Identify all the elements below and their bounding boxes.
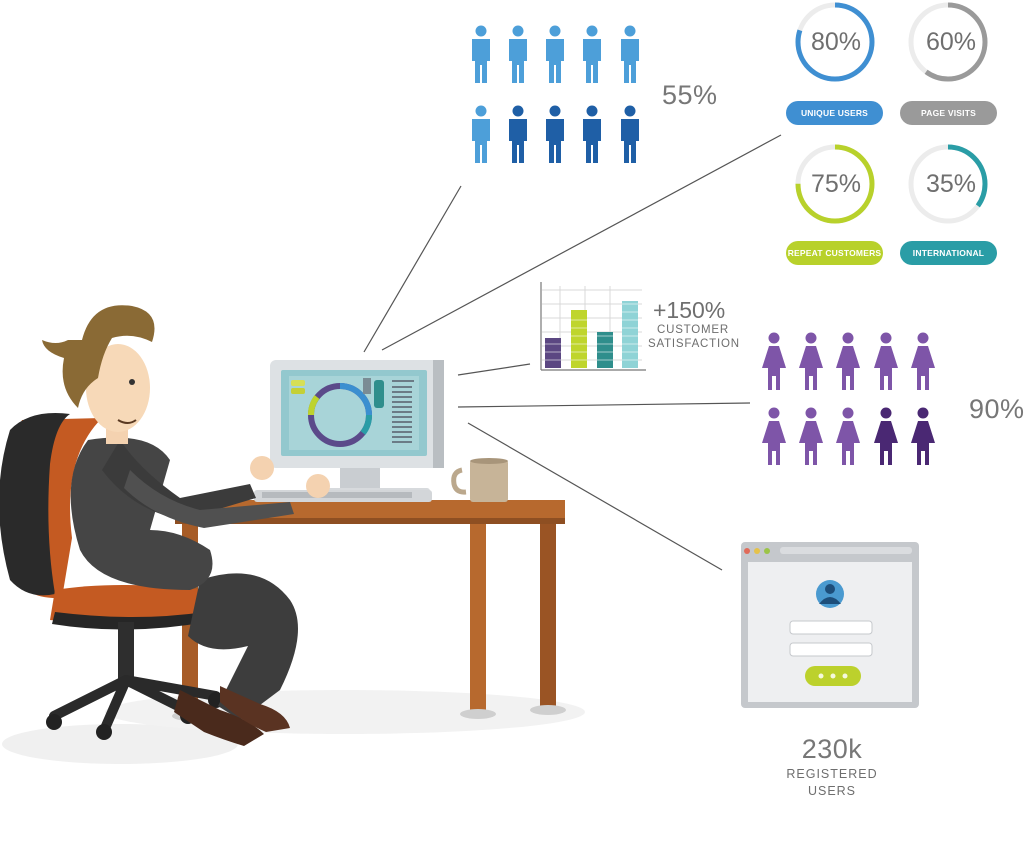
female-user-icon [836, 407, 860, 465]
login-window [741, 542, 919, 708]
satisfaction-caption-line1: CUSTOMER [657, 324, 729, 336]
female-user-icon [911, 407, 935, 465]
female-user-icon [799, 407, 823, 465]
pill-unique-users: UNIQUE USERS [786, 101, 883, 125]
pill-repeat-customers: REPEAT CUSTOMERS [786, 241, 883, 265]
coffee-mug [451, 458, 508, 502]
satisfaction-caption-line2: SATISFACTION [648, 338, 740, 350]
satisfaction-bar-chart [539, 282, 646, 372]
male-user-icon [509, 105, 527, 163]
connector-lines [363, 134, 782, 571]
man-working [42, 305, 330, 746]
satisfaction-bar [571, 310, 587, 368]
office-chair [0, 413, 224, 740]
female-user-icon [836, 332, 860, 390]
ring-progress [795, 144, 875, 224]
male-user-icon [472, 25, 490, 83]
ring-progress [908, 144, 988, 224]
male-user-icons [472, 25, 639, 163]
satisfaction-bar [597, 332, 613, 368]
female-user-icon [799, 332, 823, 390]
female-user-icon [874, 407, 898, 465]
male-user-icon [583, 105, 601, 163]
stat-rings [795, 2, 988, 224]
ring-progress [795, 2, 875, 82]
chair-shadow [2, 724, 238, 764]
male-user-icon [621, 25, 639, 83]
ring-value-unique-users: 80% [810, 28, 862, 56]
ring-value-repeat-customers: 75% [810, 170, 862, 198]
satisfaction-bar [545, 338, 561, 368]
female-user-icon [874, 332, 898, 390]
male-user-icon [583, 25, 601, 83]
registered-caption-line1: REGISTERED [786, 767, 878, 781]
keyboard [254, 490, 432, 502]
male-user-icon [472, 105, 490, 163]
male-user-icon [546, 105, 564, 163]
female-percent: 90% [969, 394, 1024, 424]
ring-value-international-visits: 35% [925, 170, 977, 198]
female-user-icon [911, 332, 935, 390]
female-user-icon [762, 407, 786, 465]
male-user-icon [546, 25, 564, 83]
female-user-icon [762, 332, 786, 390]
satisfaction-value: +150% [653, 297, 726, 323]
pill-page-visits: PAGE VISITS [900, 101, 997, 125]
pill-international-visits: INTERNATIONAL VISITS [900, 241, 997, 282]
ring-value-page-visits: 60% [925, 28, 977, 56]
male-user-icon [621, 105, 639, 163]
computer-monitor [270, 360, 444, 498]
female-user-icons [762, 332, 935, 465]
male-percent: 55% [662, 80, 718, 110]
ring-progress [908, 2, 988, 82]
registered-value: 230k [801, 734, 863, 764]
male-user-icon [509, 25, 527, 83]
satisfaction-bar [622, 301, 638, 368]
registered-caption-line2: USERS [807, 784, 857, 798]
